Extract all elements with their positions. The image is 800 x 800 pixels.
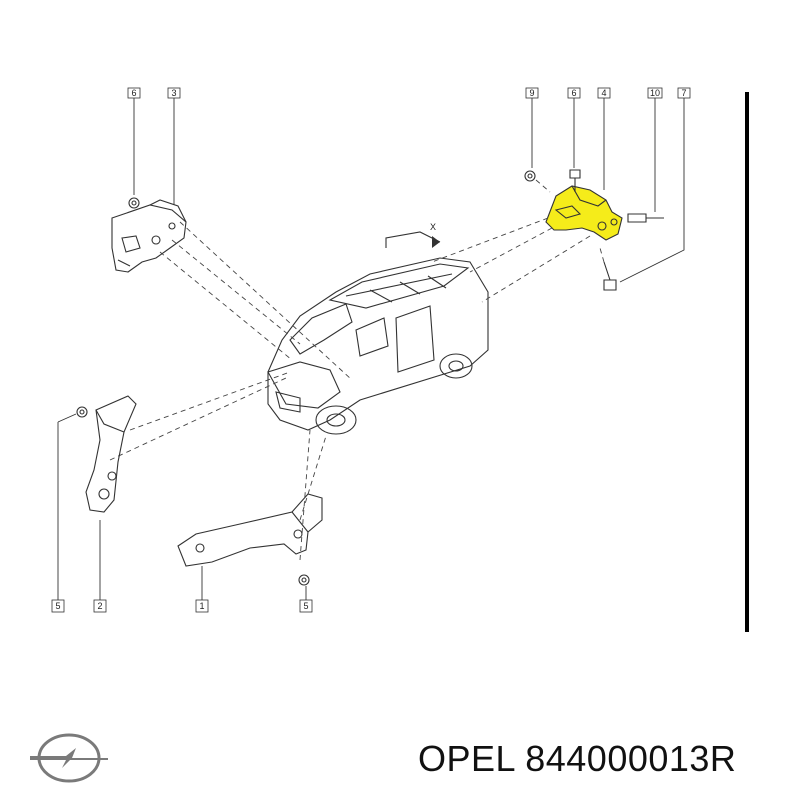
svg-text:1: 1 [199,601,204,611]
callout-1-bottom: 1 [195,599,209,613]
pin-top-right [627,213,664,223]
svg-text:3: 3 [171,88,176,98]
bolt-top-right [569,169,581,192]
svg-text:5: 5 [55,601,60,611]
callout-3-top-left: 3 [167,87,181,99]
callout-5-bottom-right: 5 [299,599,313,613]
dashed-leaders [109,217,591,561]
brand-part-label: OPEL 844000013R [418,738,736,780]
callout-7-top-right: 7 [677,87,691,99]
callout-2-bottom: 2 [93,599,107,613]
view-arrow-x: X [385,222,441,248]
van-illustration [267,257,489,435]
svg-text:X: X [430,222,436,232]
callout-6-top-left: 6 [127,87,141,99]
callout-4-top-right: 4 [597,87,611,99]
opel-blitz-logo-icon [30,733,108,783]
svg-text:10: 10 [650,88,660,98]
frame-bar [745,92,749,632]
highlighted-hinge-part [545,185,623,241]
nut-top-right [524,170,551,193]
part-number: 844000013R [525,738,737,779]
svg-text:7: 7 [681,88,686,98]
callout-5-bottom-left: 5 [51,599,65,613]
svg-text:6: 6 [571,88,576,98]
callout-6-top-right: 6 [567,87,581,99]
lower-left-hinge [76,395,137,513]
bolt-lower-top-right [599,247,617,291]
brand-name: OPEL [418,738,515,779]
upper-left-hinge [111,197,187,273]
svg-text:2: 2 [97,601,102,611]
svg-text:5: 5 [303,601,308,611]
callout-9-top-right: 9 [525,87,539,99]
svg-text:6: 6 [131,88,136,98]
svg-text:4: 4 [601,88,606,98]
lower-center-hinge [177,493,323,586]
svg-text:9: 9 [529,88,534,98]
callout-10-top-right: 10 [647,87,663,99]
